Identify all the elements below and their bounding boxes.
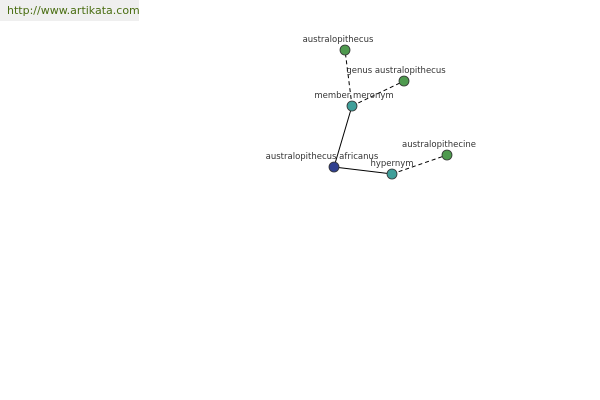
labels-layer: australopithecus genus australopithecus me… xyxy=(266,35,476,169)
node-label-australopithecus-africanus: australopithecus africanus xyxy=(266,152,379,162)
edge-hypernym-to-australopithecine xyxy=(391,154,448,175)
node-australopithecus-africanus[interactable] xyxy=(328,161,340,173)
nodes-layer xyxy=(328,44,453,180)
node-label-hypernym: hypernym xyxy=(370,159,413,169)
edge-member-meronym-to-australopithecus xyxy=(344,49,353,107)
node-member-meronym[interactable] xyxy=(346,100,358,112)
node-genus-australopithecus[interactable] xyxy=(398,75,410,87)
node-label-australopithecus: australopithecus xyxy=(303,35,374,45)
node-label-member-meronym: member meronym xyxy=(314,91,393,101)
node-hypernym[interactable] xyxy=(386,168,398,180)
node-label-genus-australopithecus: genus australopithecus xyxy=(346,66,446,76)
edge-australopithecus-africanus-to-member-meronym xyxy=(333,105,353,168)
node-label-australopithecine: australopithecine xyxy=(402,140,476,150)
edge-australopithecus-africanus-to-hypernym xyxy=(333,166,393,175)
source-link[interactable]: http://www.artikata.com xyxy=(7,4,140,17)
edge-member-meronym-to-genus-australopithecus xyxy=(351,80,405,107)
source-banner: http://www.artikata.com xyxy=(0,0,140,21)
edges-layer xyxy=(333,49,448,175)
node-australopithecus[interactable] xyxy=(339,44,351,56)
node-australopithecine[interactable] xyxy=(441,149,453,161)
